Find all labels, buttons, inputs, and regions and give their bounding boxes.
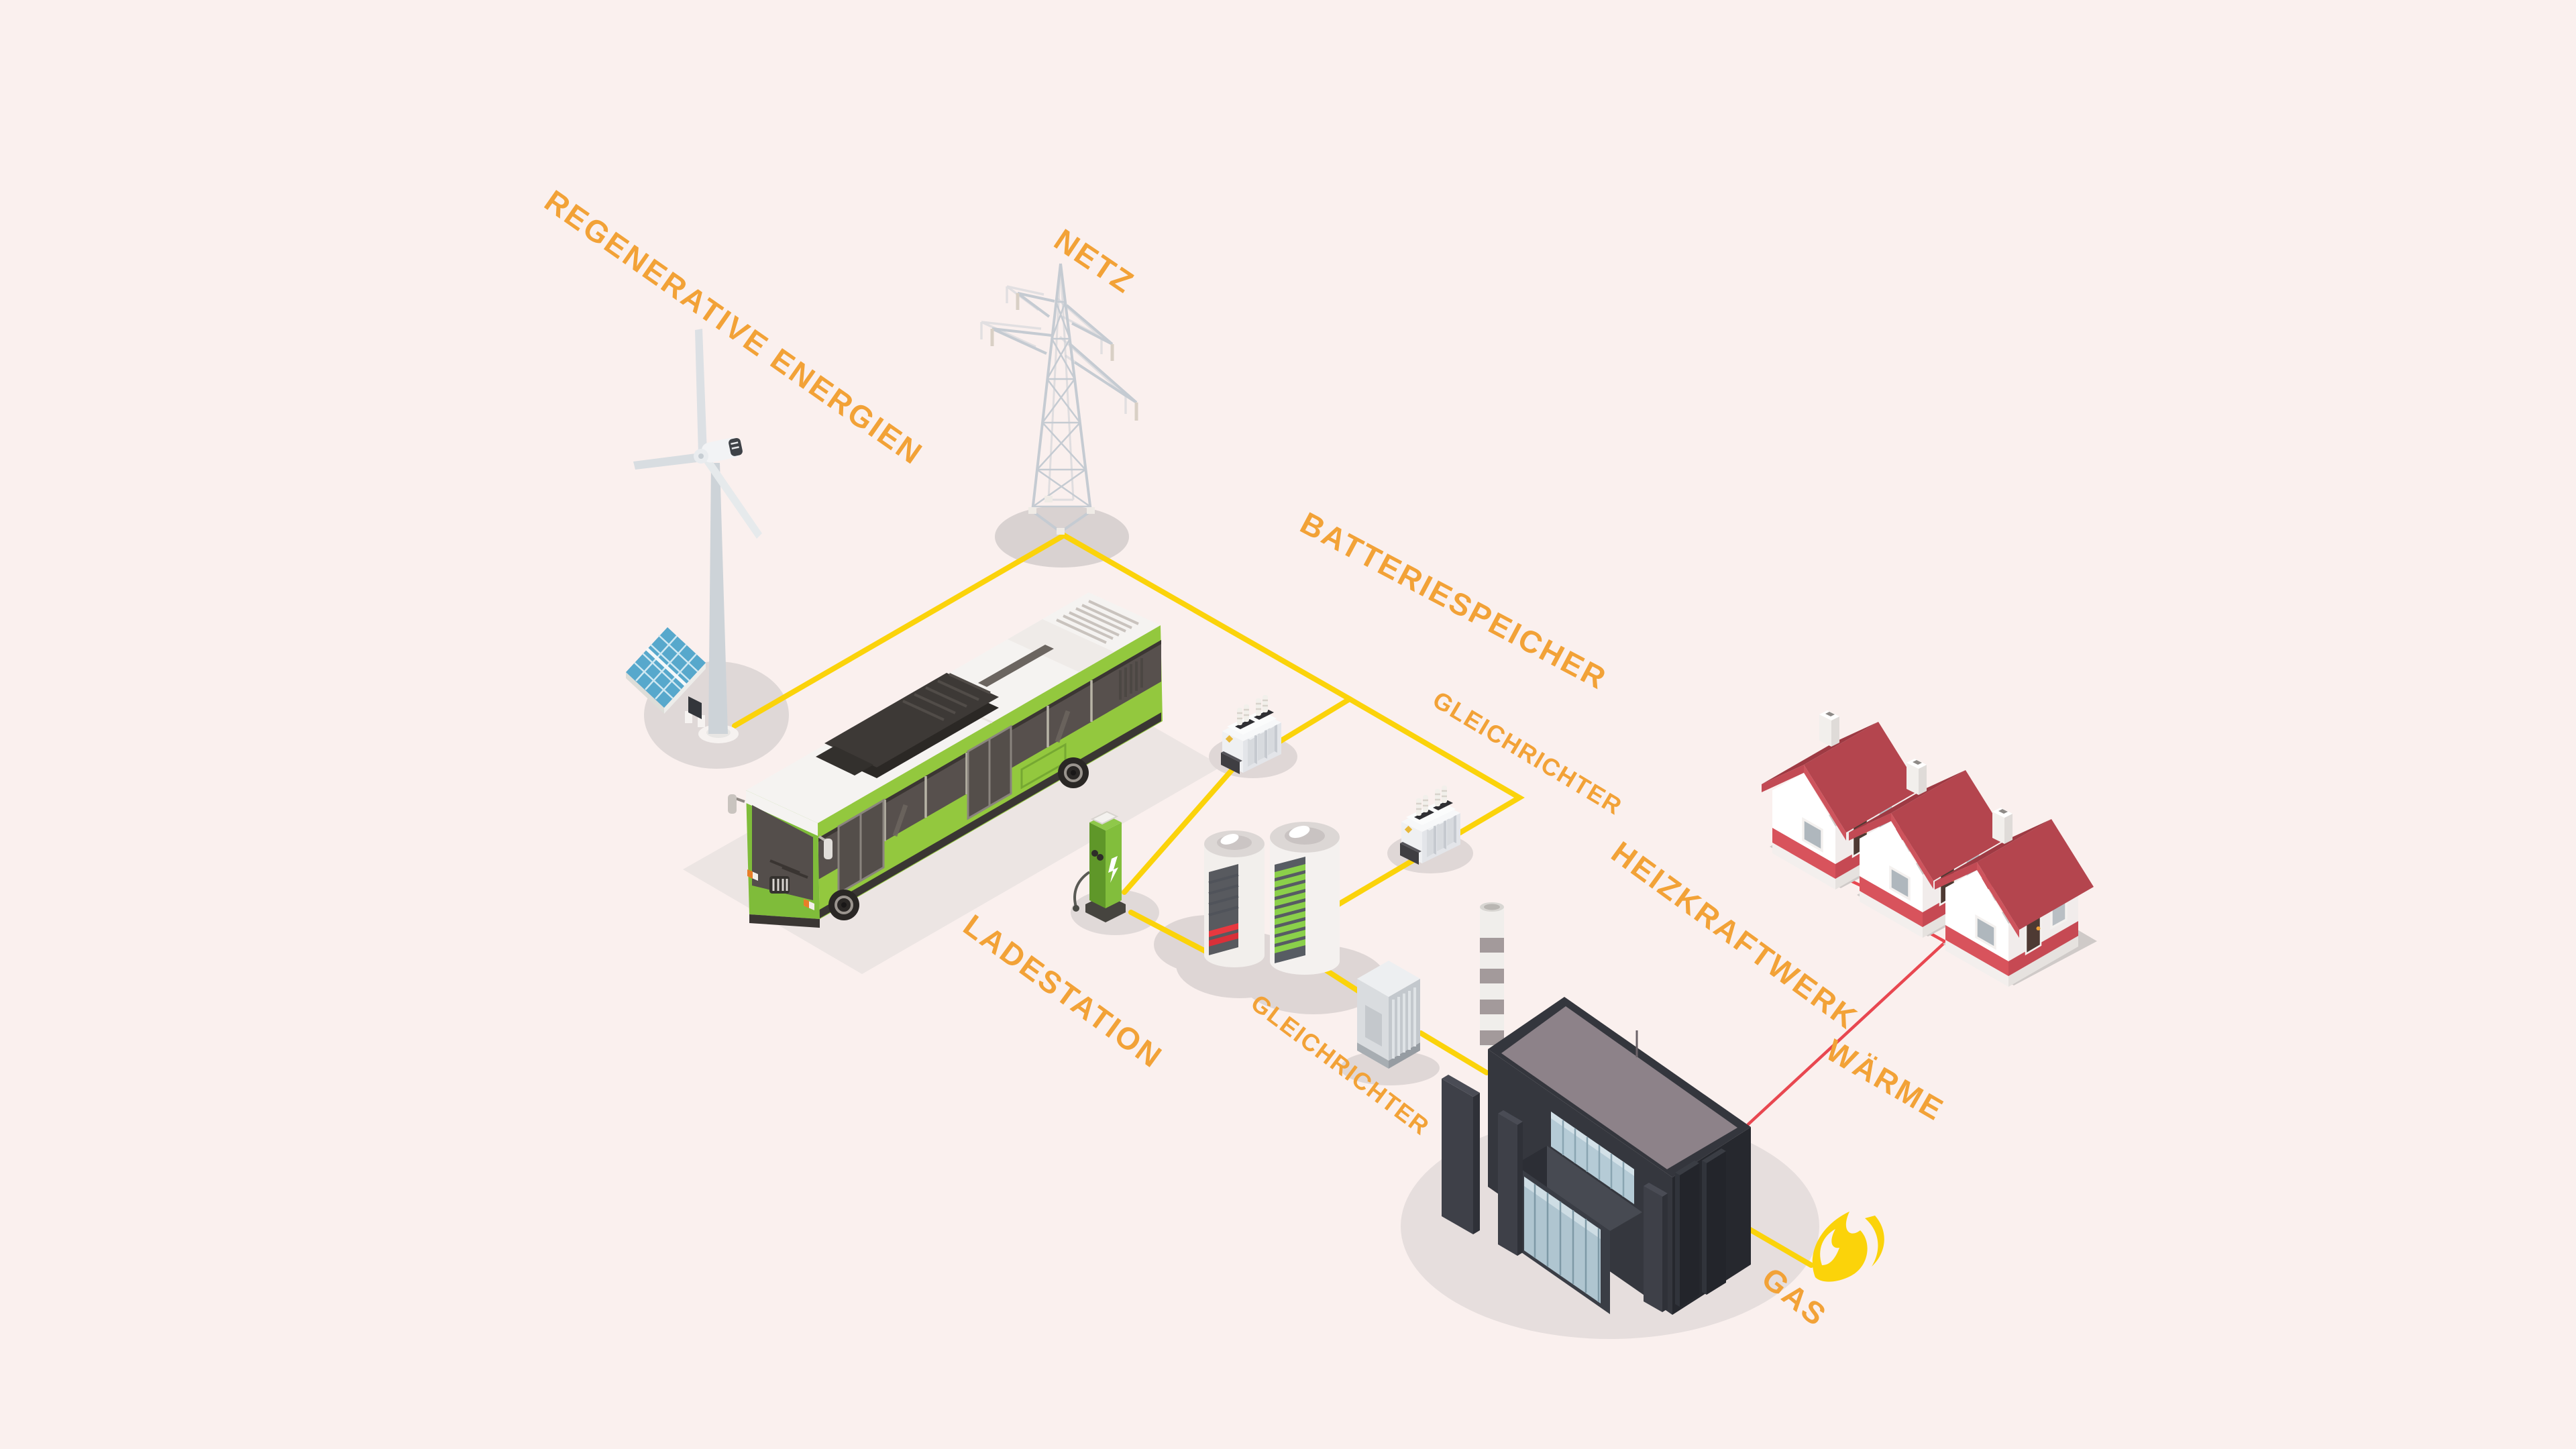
wind-turbine [633, 329, 762, 743]
power-lines [732, 533, 1814, 1268]
bus-wheel-front [828, 890, 859, 920]
plant-pilasters [1442, 1075, 1726, 1312]
lightning-bolt-icon [1108, 856, 1118, 883]
turbine-blade-right [702, 456, 762, 539]
battery-left [1204, 830, 1265, 967]
charging-cable [1073, 871, 1091, 908]
bus-wheel-rear [1058, 757, 1089, 788]
line-junction-to-battery [1334, 696, 1525, 908]
charging-station [1073, 810, 1126, 922]
bus-mirror-right [824, 839, 833, 859]
bus-mirror-left [728, 794, 737, 814]
flame-icon [1812, 1212, 1884, 1282]
charging-screen [1090, 810, 1119, 825]
tower-feet [1028, 496, 1095, 535]
line-grid-to-junction [1061, 533, 1352, 702]
line-transformer1-to-station [1122, 766, 1236, 895]
chimney [1480, 902, 1504, 1046]
battery-storage [1204, 822, 1340, 975]
rectifier-cabinet [1357, 961, 1420, 1069]
turbine-blade-top [695, 329, 707, 455]
electric-bus [728, 592, 1163, 928]
line-rectifier-to-plant [1418, 1030, 1489, 1075]
transmission-tower [980, 263, 1138, 535]
chp-plant [1442, 902, 1751, 1315]
line-turbine-to-grid [732, 533, 1067, 729]
solar-panel [626, 627, 706, 727]
turbine-blade-left [633, 453, 697, 470]
bus-windshield [752, 805, 813, 900]
line-junction-to-transformer1 [1272, 696, 1352, 747]
bus-roof-battery [816, 673, 999, 778]
plant-upper-glass [1551, 1112, 1634, 1204]
battery-right [1270, 822, 1340, 975]
bus-roof-vent [1056, 600, 1139, 644]
